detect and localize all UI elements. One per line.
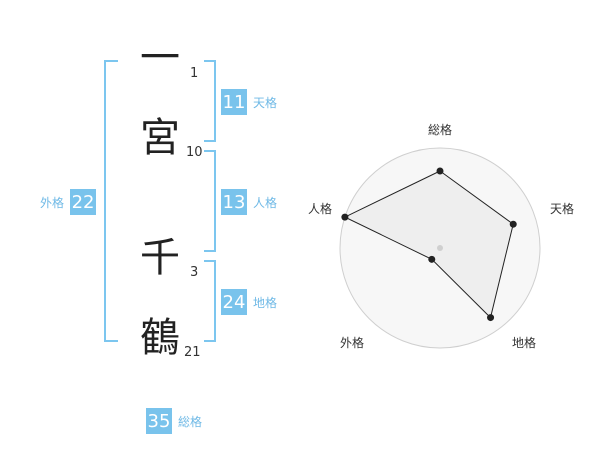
chikaku-bracket <box>204 260 216 342</box>
radar-label-jinkaku: 人格 <box>308 201 332 216</box>
jinkaku-value: 13 <box>221 189 247 215</box>
jinkaku-bracket <box>204 150 216 252</box>
radar-label-soukaku: 総格 <box>428 122 452 137</box>
tenkaku-badge: 11 天格 <box>221 89 277 115</box>
radar-center-dot <box>437 245 443 251</box>
radar-point-2 <box>487 314 495 322</box>
chikaku-value: 24 <box>221 289 247 315</box>
radar-polygon <box>343 170 514 319</box>
chikaku-label: 地格 <box>253 295 278 310</box>
name-char-3: 千 <box>140 235 180 281</box>
radar-point-4 <box>341 213 349 221</box>
radar-label-tenkaku: 天格 <box>550 201 574 216</box>
tenkaku-label: 天格 <box>253 95 278 110</box>
radar-point-1 <box>509 220 517 228</box>
gaikaku-bracket <box>104 60 118 342</box>
stroke-count-2: 10 <box>186 145 203 160</box>
stroke-count-3: 3 <box>190 265 199 280</box>
stroke-count-4: 21 <box>184 345 201 360</box>
jinkaku-badge: 13 人格 <box>221 189 277 215</box>
tenkaku-bracket <box>204 60 216 142</box>
gaikaku-value: 22 <box>70 189 97 215</box>
radar-point-3 <box>428 255 436 263</box>
radar-points <box>341 167 517 322</box>
soukaku-badge: 35 総格 <box>146 408 202 434</box>
radar-label-chikaku: 地格 <box>512 335 536 350</box>
stroke-count-1: 1 <box>190 66 199 81</box>
soukaku-label: 総格 <box>178 414 203 429</box>
radar-point-0 <box>436 167 444 175</box>
chikaku-badge: 24 地格 <box>221 289 277 315</box>
tenkaku-value: 11 <box>221 89 247 115</box>
soukaku-value: 35 <box>146 408 172 434</box>
name-char-4: 鶴 <box>140 315 180 361</box>
gaikaku-label: 外格 <box>40 195 65 210</box>
name-char-1: 一 <box>140 35 180 81</box>
gaikaku-badge: 外格 22 <box>40 189 97 215</box>
jinkaku-label: 人格 <box>253 195 278 210</box>
name-char-2: 宮 <box>140 115 180 161</box>
radar-label-gaikaku: 外格 <box>340 335 364 350</box>
